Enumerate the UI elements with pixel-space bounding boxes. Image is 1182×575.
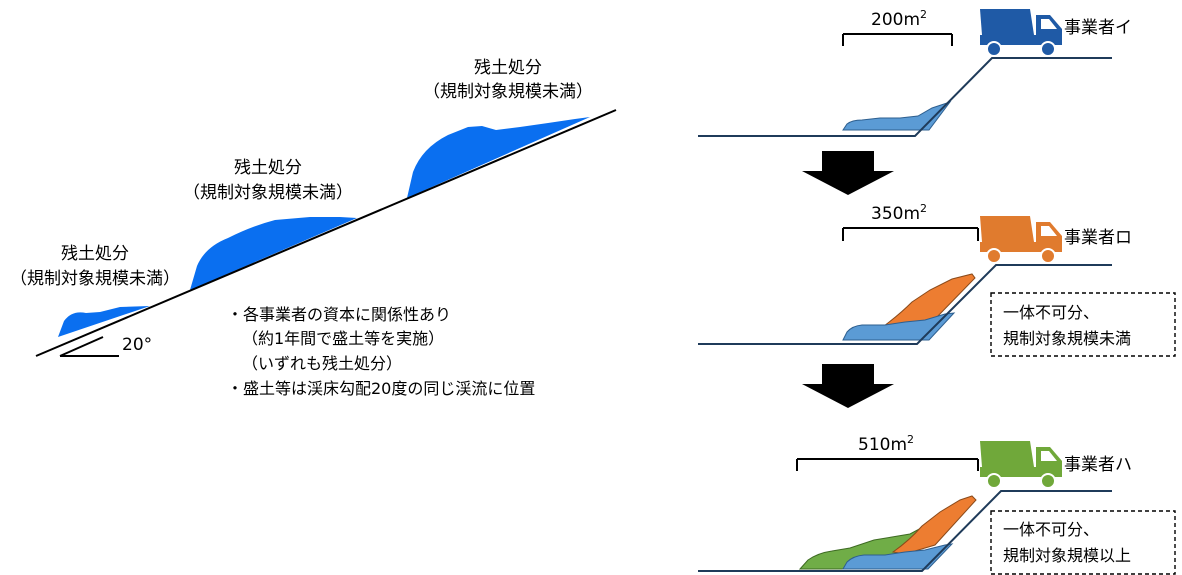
ground-profile xyxy=(698,57,1112,137)
truck-wheel-front xyxy=(1040,248,1056,264)
truck-bed xyxy=(980,441,1034,467)
down-arrow xyxy=(802,151,894,195)
operator-label: 事業者ハ xyxy=(1064,455,1132,475)
stage-3: 510m2 事業者ハ 一体不可分、 規制対象規模以上 xyxy=(698,433,1176,575)
ground-profile xyxy=(698,264,1112,345)
note-line-1: ・各事業者の資本に関係性あり xyxy=(227,305,451,324)
truck-wheel-front xyxy=(1040,473,1056,489)
soil-fill-operator-ro xyxy=(891,495,977,555)
soil-fill-middle xyxy=(190,217,357,290)
truck-wheel-front xyxy=(1040,41,1056,57)
disposal-label-lower: 残土処分 xyxy=(61,244,129,264)
truck-wheel-rear xyxy=(986,248,1002,264)
angle-label: 20° xyxy=(122,335,152,355)
area-label: 510m2 xyxy=(858,433,914,455)
status-box-line-2: 規制対象規模未満 xyxy=(1003,329,1131,348)
ground-profile xyxy=(698,490,1112,572)
truck-window xyxy=(1041,19,1057,29)
disposal-sublabel-upper: （規制対象規模未満） xyxy=(423,82,593,102)
note-line-3: （いずれも残土処分） xyxy=(242,354,402,373)
soil-fill-operator-i xyxy=(842,101,952,131)
dump-truck-icon xyxy=(980,441,1062,489)
area-label: 200m2 xyxy=(871,8,927,30)
truck-wheel-rear xyxy=(986,41,1002,57)
stage-1: 200m2 事業者イ xyxy=(698,8,1132,137)
truck-chassis xyxy=(980,467,1062,477)
slope-line xyxy=(35,109,617,357)
disposal-sublabel-lower: （規制対象規模未満） xyxy=(10,269,180,289)
status-box xyxy=(990,510,1176,575)
status-box-line-1: 一体不可分、 xyxy=(1003,520,1099,539)
truck-chassis xyxy=(980,35,1062,45)
stage-2: 350m2 事業者ロ 一体不可分、 規制対象規模未満 xyxy=(698,202,1176,357)
status-box-line-1: 一体不可分、 xyxy=(1003,303,1099,322)
truck-wheel-rear xyxy=(986,473,1002,489)
disposal-label-upper: 残土処分 xyxy=(474,58,542,78)
dump-truck-icon xyxy=(980,216,1062,264)
down-arrow xyxy=(802,364,894,408)
dump-truck-icon xyxy=(980,9,1062,57)
operator-label: 事業者イ xyxy=(1064,18,1132,38)
soil-fill-operator-i xyxy=(842,312,956,341)
truck-chassis xyxy=(980,242,1062,252)
disposal-sublabel-middle: （規制対象規模未満） xyxy=(183,183,353,203)
truck-bed xyxy=(980,9,1034,35)
left-slope-panel: 20° 残土処分 （規制対象規模未満） 残土処分 （規制対象規模未満） 残土処分… xyxy=(10,58,617,398)
status-box xyxy=(990,292,1176,357)
status-box-line-2: 規制対象規模以上 xyxy=(1003,546,1131,565)
area-label: 350m2 xyxy=(871,202,927,224)
operator-label: 事業者ロ xyxy=(1064,228,1132,248)
truck-window xyxy=(1041,451,1057,461)
truck-window xyxy=(1041,226,1057,236)
disposal-label-middle: 残土処分 xyxy=(234,158,302,178)
soil-fill-operator-i xyxy=(842,543,954,570)
soil-fill-lower xyxy=(58,306,150,337)
note-line-2: （約1年間で盛土等を実施） xyxy=(242,329,444,348)
angle-side-line xyxy=(59,336,104,357)
note-line-4: ・盛土等は渓床勾配20度の同じ渓流に位置 xyxy=(227,379,535,398)
soil-fill-operator-ro xyxy=(882,273,976,329)
soil-fill-upper xyxy=(407,117,590,198)
truck-bed xyxy=(980,216,1034,242)
